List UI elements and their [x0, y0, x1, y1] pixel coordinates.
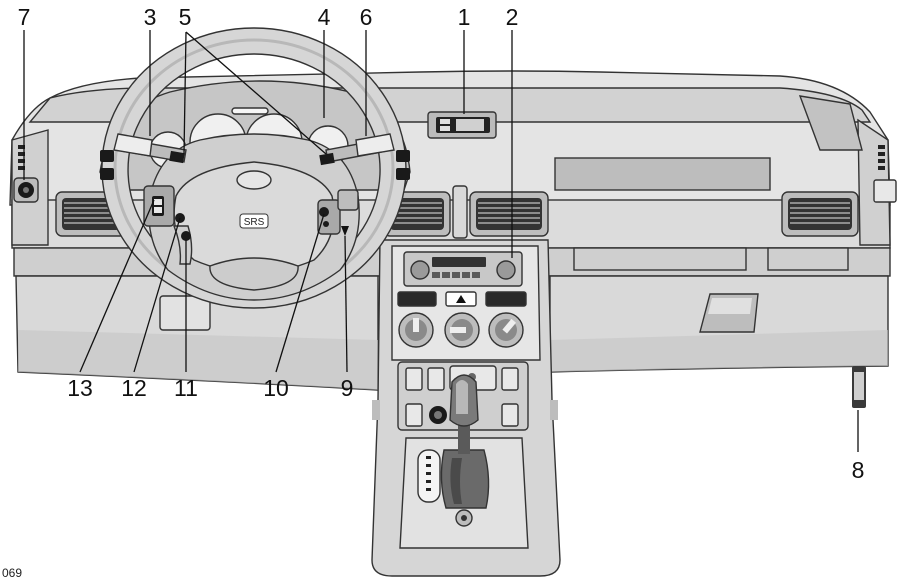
figure-code: 069	[2, 566, 22, 578]
audio-unit	[403, 251, 523, 287]
vent-divider	[452, 185, 468, 239]
left-switch-pod	[143, 185, 193, 265]
label-5: 5	[179, 4, 192, 30]
air-vent-centre-right	[469, 191, 549, 237]
label-9: 9	[341, 375, 354, 401]
srs-label: SRS	[244, 217, 265, 228]
gear-selector	[399, 374, 529, 549]
label-2: 2	[506, 4, 519, 30]
label-11: 11	[174, 375, 198, 401]
steering-wheel: SRS	[101, 27, 407, 309]
climate-knobs	[398, 312, 524, 348]
footwell-cover	[159, 295, 211, 331]
label-13: 13	[67, 375, 93, 401]
cluster-side-blocks	[100, 150, 410, 180]
air-vent-centre-left	[383, 191, 451, 237]
side-panel-tab	[873, 179, 897, 203]
label-4: 4	[318, 4, 331, 30]
leader-lines	[23, 30, 859, 452]
air-vent-right	[781, 191, 859, 237]
speaker-grille-left	[18, 145, 25, 170]
label-6: 6	[360, 4, 373, 30]
headlamp-levelling-knob	[13, 177, 39, 203]
right-stalk	[319, 133, 395, 166]
callout-labels: 1 2 3 4 5 6 7 8 9 10 11 12 13	[18, 4, 865, 483]
speaker-grille-right	[878, 145, 885, 170]
left-stalk	[113, 133, 187, 164]
console-switch-row	[397, 291, 527, 307]
bonnet-release-lever	[852, 366, 866, 408]
right-switch-pod	[317, 189, 359, 235]
label-1: 1	[458, 4, 471, 30]
label-3: 3	[144, 4, 157, 30]
label-12: 12	[121, 375, 147, 401]
label-7: 7	[18, 4, 31, 30]
hazard-switch-unit	[427, 111, 497, 139]
label-8: 8	[852, 457, 865, 483]
label-10: 10	[263, 375, 289, 401]
